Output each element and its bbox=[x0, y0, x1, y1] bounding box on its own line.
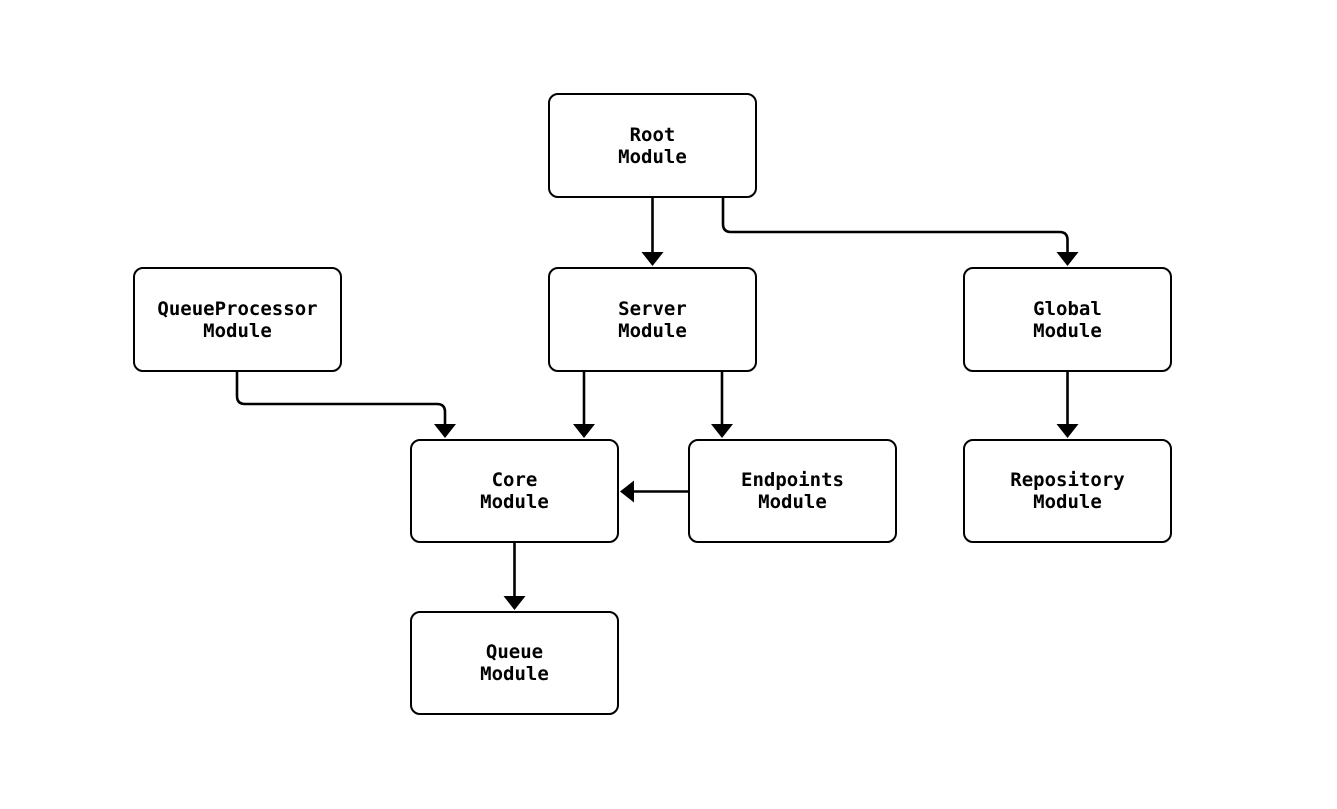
node-label: Global Module bbox=[1033, 298, 1102, 342]
node-label-line2: Module bbox=[758, 491, 827, 513]
node-label-line2: Module bbox=[1033, 491, 1102, 513]
node-label: Root Module bbox=[618, 124, 687, 168]
node-label-line1: Global bbox=[1033, 297, 1102, 320]
node-label: Repository Module bbox=[1010, 469, 1124, 513]
node-label-line2: Module bbox=[1033, 319, 1102, 342]
node-label: Server Module bbox=[618, 298, 687, 342]
node-label: Core Module bbox=[480, 469, 549, 513]
node-label: Endpoints Module bbox=[741, 469, 844, 513]
node-root-module: Root Module bbox=[548, 93, 757, 198]
node-label-line1: Repository bbox=[1010, 469, 1125, 491]
node-label-line1: QueueProcessor bbox=[157, 297, 318, 320]
node-server-module: Server Module bbox=[548, 267, 757, 372]
node-label-line1: Server bbox=[618, 297, 687, 320]
node-global-module: Global Module bbox=[963, 267, 1172, 372]
arrowhead-global-to-repository bbox=[1056, 424, 1079, 438]
node-endpoints-module: Endpoints Module bbox=[688, 439, 897, 543]
node-label-line2: Module bbox=[618, 319, 687, 342]
arrowhead-endpoints-to-core bbox=[620, 480, 634, 503]
node-label-line2: Module bbox=[618, 145, 687, 168]
arrowhead-root-to-server bbox=[641, 252, 664, 266]
node-label: QueueProcessor Module bbox=[157, 298, 317, 342]
node-queue-module: Queue Module bbox=[410, 611, 619, 715]
arrowhead-server-to-core bbox=[573, 424, 595, 438]
node-repository-module: Repository Module bbox=[963, 439, 1172, 543]
arrowhead-server-to-endpoints bbox=[711, 424, 733, 438]
arrowhead-root-to-global bbox=[1056, 252, 1079, 266]
node-label: Queue Module bbox=[480, 641, 549, 685]
node-queueprocessor-module: QueueProcessor Module bbox=[133, 267, 342, 372]
node-label-line2: Module bbox=[203, 319, 272, 342]
node-label-line2: Module bbox=[480, 663, 549, 685]
edge-queueprocessor-to-core bbox=[235, 372, 447, 425]
node-label-line1: Core bbox=[491, 469, 538, 491]
edge-root-to-global bbox=[721, 198, 1069, 253]
node-label-line1: Endpoints bbox=[741, 469, 844, 491]
arrowhead-queueprocessor-to-core bbox=[434, 424, 456, 438]
arrowhead-core-to-queue bbox=[503, 596, 526, 610]
node-label-line1: Root bbox=[629, 123, 676, 146]
node-core-module: Core Module bbox=[410, 439, 619, 543]
node-label-line1: Queue bbox=[485, 641, 544, 663]
node-label-line2: Module bbox=[480, 491, 549, 513]
